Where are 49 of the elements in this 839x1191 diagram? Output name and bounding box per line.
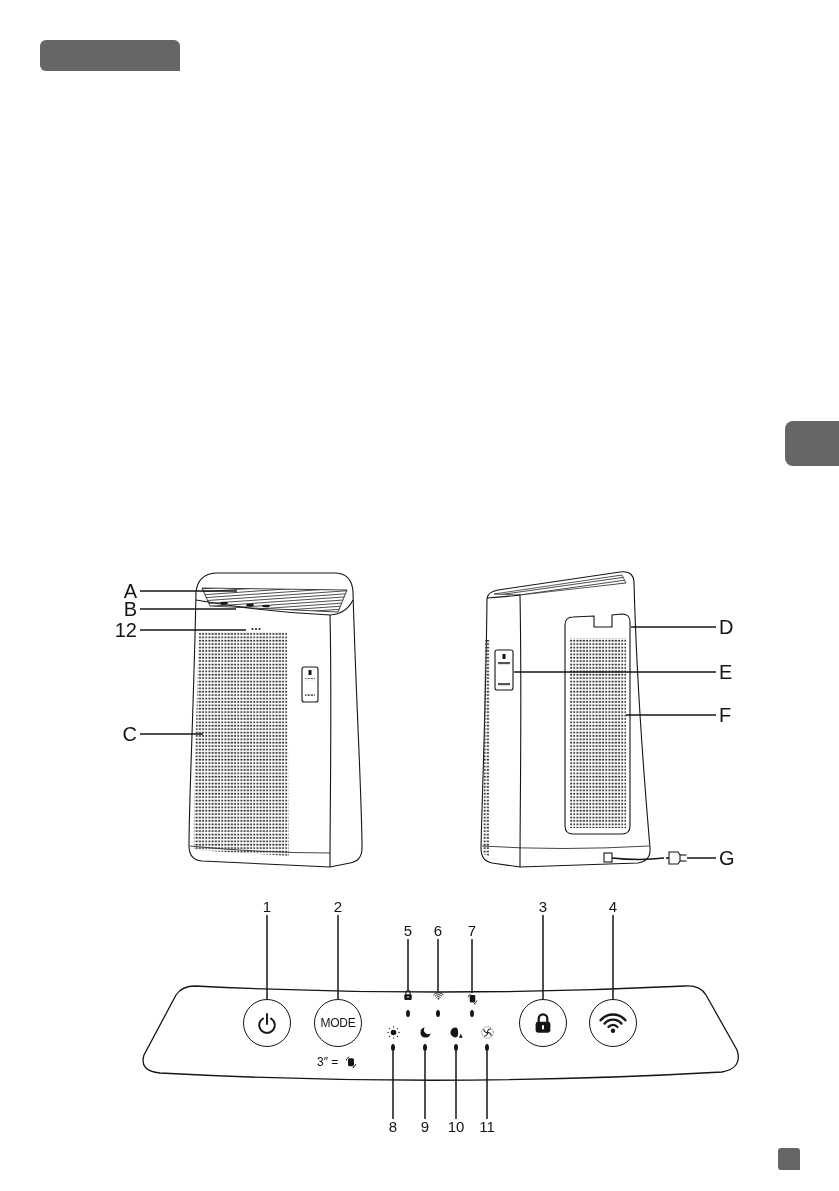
filter-mesh xyxy=(570,638,626,828)
leader-line xyxy=(139,733,204,735)
leader-line xyxy=(686,857,717,859)
leader-line xyxy=(437,938,439,993)
callout-number: 9 xyxy=(419,1119,431,1135)
hold-time-note: 3″ = xyxy=(317,1056,339,1069)
leader-line xyxy=(266,914,268,1000)
callout-number: 4 xyxy=(607,899,619,915)
lock-icon xyxy=(404,990,412,1000)
leader-line xyxy=(455,1049,457,1120)
leader-line xyxy=(513,671,717,673)
leader-line xyxy=(424,1049,426,1120)
callout-number: 2 xyxy=(332,899,344,915)
wifi-icon xyxy=(432,991,444,1000)
rear-cover-panel xyxy=(564,613,631,835)
callout-letter: E xyxy=(716,662,736,682)
callout-number: 1 xyxy=(261,899,273,915)
leader-line xyxy=(486,1049,488,1120)
callout-number: 6 xyxy=(432,923,444,939)
leader-line xyxy=(337,914,339,1000)
indicator-dot-icon xyxy=(454,1043,458,1051)
callout-number: 3 xyxy=(537,899,549,915)
plug-icon xyxy=(666,851,687,865)
callout-letter: 12 xyxy=(111,620,140,640)
callout-number: 10 xyxy=(446,1119,466,1135)
leader-line xyxy=(542,914,544,1000)
leader-line xyxy=(139,608,237,610)
leader-line xyxy=(625,714,717,716)
callout-letter: G xyxy=(716,848,738,868)
callout-letter: F xyxy=(716,705,735,725)
leader-line xyxy=(407,938,409,991)
callout-number: 8 xyxy=(387,1119,399,1135)
leader-line xyxy=(139,590,238,592)
callout-letter: C xyxy=(119,724,140,744)
callout-number: 7 xyxy=(466,923,478,939)
leader-line xyxy=(139,629,247,631)
leader-line xyxy=(471,938,473,994)
callout-number: 11 xyxy=(478,1119,496,1135)
callout-number: 5 xyxy=(402,923,414,939)
callout-letter: D xyxy=(716,617,737,637)
leader-line xyxy=(612,914,614,1000)
indicator-dot-icon xyxy=(391,1043,395,1051)
leader-line xyxy=(630,626,717,628)
callout-letter: A xyxy=(120,581,140,601)
callout-letter: B xyxy=(120,599,140,619)
side-label-panel xyxy=(494,649,514,691)
indicator-dot-icon xyxy=(423,1043,427,1051)
leader-line xyxy=(392,1049,394,1120)
indicator-dot-icon xyxy=(485,1043,489,1051)
